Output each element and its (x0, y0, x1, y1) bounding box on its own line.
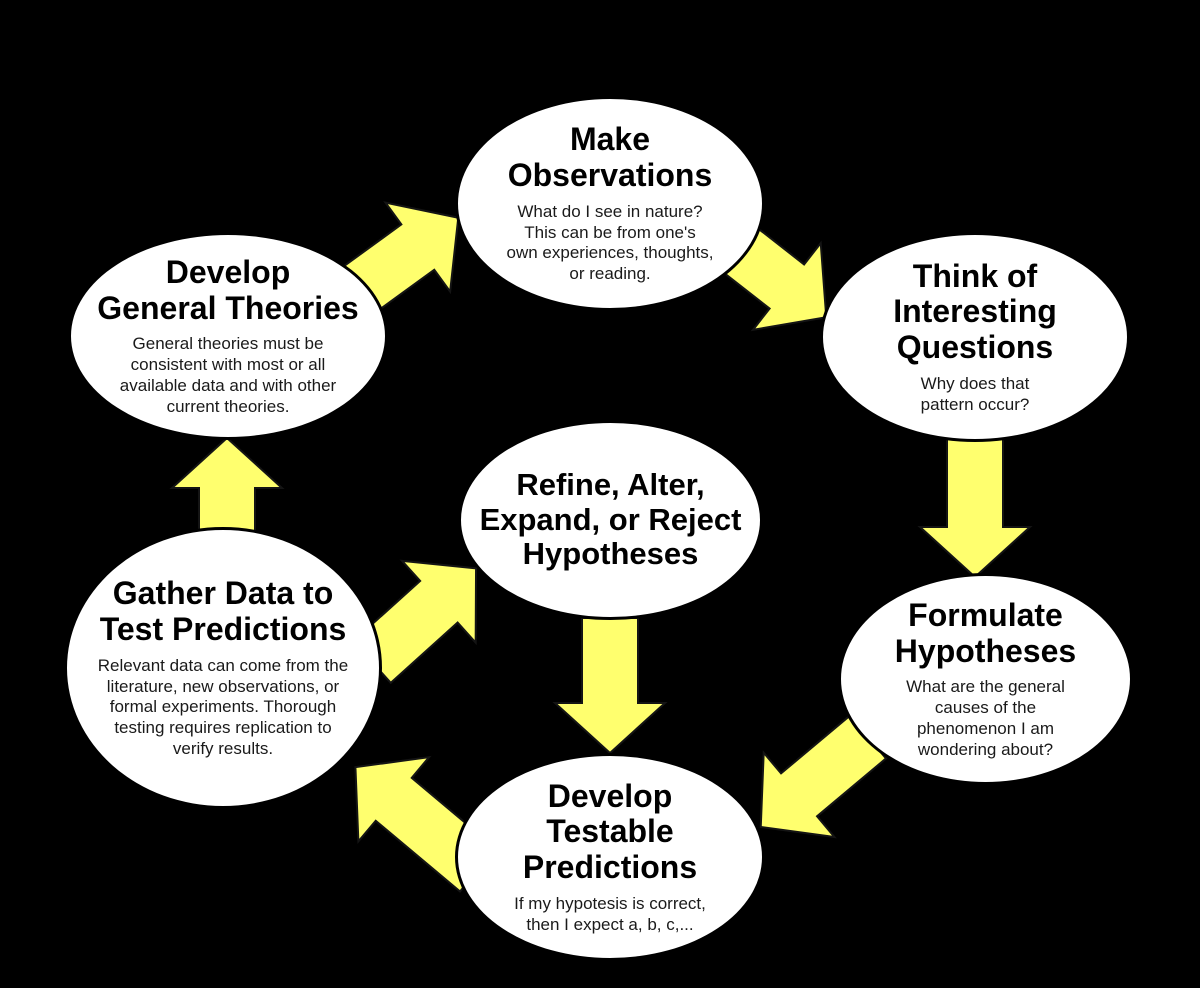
node-title: Refine, Alter, Expand, or Reject Hypothe… (479, 466, 742, 572)
node-desc: General theories must be consistent with… (119, 334, 337, 416)
node-title: Develop General Theories (97, 253, 359, 326)
node-formulate-hypotheses: Formulate Hypotheses What are the genera… (838, 573, 1133, 785)
arrow-hypotheses-to-predictions-icon (759, 714, 888, 839)
node-desc: What are the general causes of the pheno… (906, 677, 1065, 759)
node-desc: What do I see in nature? This can be fro… (506, 201, 714, 284)
node-develop-general-theories: Develop General Theories General theorie… (68, 232, 388, 440)
node-make-observations: Make Observations What do I see in natur… (455, 96, 765, 311)
node-think-of-interesting-questions: Think of Interesting Questions Why does … (820, 232, 1130, 442)
node-title: Gather Data to Test Predictions (99, 575, 347, 648)
node-title: Formulate Hypotheses (894, 596, 1077, 669)
node-desc: Relevant data can come from the literatu… (97, 655, 349, 758)
node-desc: If my hypotesis is correct, then I expec… (514, 894, 706, 934)
arrow-refine-to-predictions-icon (552, 617, 668, 755)
node-refine-alter-expand-reject-hypotheses: Refine, Alter, Expand, or Reject Hypothe… (458, 420, 763, 620)
node-desc: Why does that pattern occur? (920, 374, 1030, 414)
node-title: Think of Interesting Questions (893, 257, 1057, 366)
node-title: Make Observations (507, 121, 713, 194)
node-develop-testable-predictions: Develop Testable Predictions If my hypot… (455, 753, 765, 961)
arrow-questions-to-hypotheses-icon (917, 436, 1033, 579)
arrow-gather-data-to-refine-icon (351, 559, 478, 685)
node-gather-data-to-test-predictions: Gather Data to Test Predictions Relevant… (64, 527, 382, 809)
node-title: Develop Testable Predictions (522, 777, 698, 886)
